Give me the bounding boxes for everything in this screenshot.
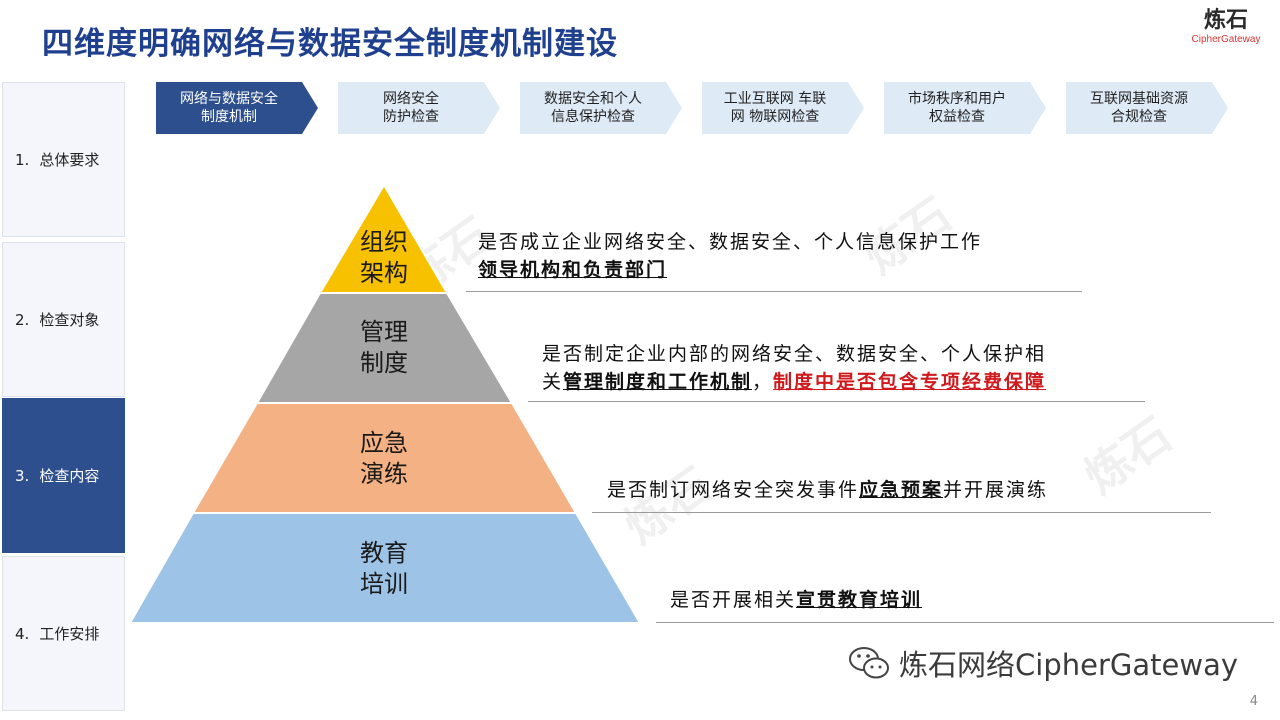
sidebar-item-number: 4. (15, 624, 30, 643)
description-text: 是否开展相关 (670, 589, 797, 611)
logo-mark: 炼石 (1203, 8, 1248, 33)
description-emphasis: 领导机构和负责部门 (478, 259, 668, 281)
step-tab-iiot-vehicle-iot[interactable]: 工业互联网 车联 网 物联网检查 (702, 82, 864, 134)
description-education: 是否开展相关宣贯教育培训 (670, 586, 922, 614)
page-title: 四维度明确网络与数据安全制度机制建设 (42, 26, 618, 62)
tier-label-education: 教育 培训 (360, 539, 408, 598)
description-management: 是否制定企业内部的网络安全、数据安全、个人保护相 关管理制度和工作机制，制度中是… (542, 340, 1046, 396)
wechat-watermark: 炼石网络CipherGateway (847, 642, 1238, 684)
process-steps: 网络与数据安全 制度机制 网络安全 防护检查 数据安全和个人 信息保护检查 工业… (156, 82, 1236, 136)
sidebar-item-label: 检查对象 (39, 311, 100, 329)
step-chevron-shape (702, 82, 864, 134)
divider-line (656, 622, 1274, 623)
divider-line (528, 401, 1145, 402)
step-tab-network-protection[interactable]: 网络安全 防护检查 (338, 82, 500, 134)
sidebar-item-work-arrangement[interactable]: 4. 工作安排 (2, 556, 125, 711)
sidebar-item-label: 工作安排 (39, 625, 100, 643)
divider-line (466, 291, 1082, 292)
description-emphasis: 应急预案 (859, 479, 944, 501)
description-text: 是否制订网络安全突发事件 (607, 479, 860, 501)
sidebar-item-overall-requirements[interactable]: 1. 总体要求 (2, 82, 125, 237)
sidebar-item-inspection-content[interactable]: 3. 检查内容 (2, 398, 125, 553)
step-chevron-shape (884, 82, 1046, 134)
description-text: 是否制定企业内部的网络安全、数据安全、个人保护相 (542, 343, 1047, 365)
step-tab-data-privacy[interactable]: 数据安全和个人 信息保护检查 (520, 82, 682, 134)
sidebar-item-number: 3. (15, 466, 30, 485)
brand-logo: 炼石 CipherGateway (1186, 8, 1266, 48)
step-label: 互联网基础资源 合规检查 (1090, 91, 1188, 125)
step-tab-institutional-mechanism[interactable]: 网络与数据安全 制度机制 (156, 82, 318, 134)
sidebar-item-number: 1. (15, 150, 30, 169)
step-tab-infrastructure-compliance[interactable]: 互联网基础资源 合规检查 (1066, 82, 1228, 134)
sidebar-item-number: 2. (15, 310, 30, 329)
step-tab-market-user-rights[interactable]: 市场秩序和用户 权益检查 (884, 82, 1046, 134)
description-emphasis: 宣贯教育培训 (796, 589, 923, 611)
description-emphasis: 管理制度和工作机制 (563, 371, 753, 393)
description-text: 关 (542, 371, 564, 393)
step-chevron-shape (520, 82, 682, 134)
page-number: 4 (1249, 694, 1258, 709)
pyramid-tier-education (128, 512, 642, 624)
step-label: 网络安全 防护检查 (383, 91, 439, 125)
description-emergency: 是否制订网络安全突发事件应急预案并开展演练 (607, 476, 1048, 504)
description-text: 是否成立企业网络安全、数据安全、个人信息保护工作 (478, 231, 983, 253)
tier-label-management: 管理 制度 (360, 318, 408, 377)
step-label: 工业互联网 车联 网 物联网检查 (723, 91, 827, 125)
divider-line (592, 512, 1211, 513)
sidebar-item-inspection-targets[interactable]: 2. 检查对象 (2, 242, 125, 397)
description-text: 并开展演练 (943, 479, 1049, 501)
description-organization: 是否成立企业网络安全、数据安全、个人信息保护工作 领导机构和负责部门 (478, 228, 982, 284)
tier-label-emergency: 应急 演练 (360, 429, 408, 488)
tier-label-organization: 组织 架构 (360, 228, 408, 287)
step-chevron-shape (338, 82, 500, 134)
description-highlight: 制度中是否包含专项经费保障 (773, 371, 1047, 393)
sidebar-item-label: 总体要求 (39, 151, 100, 169)
wechat-icon (849, 647, 890, 679)
step-chevron-shape (156, 82, 318, 134)
step-label: 数据安全和个人 信息保护检查 (544, 91, 642, 125)
step-label: 网络与数据安全 制度机制 (180, 91, 278, 125)
description-text: ， (752, 371, 774, 393)
section-sidebar: 1. 总体要求 2. 检查对象 3. 检查内容 4. 工作安排 (0, 82, 127, 718)
step-label: 市场秩序和用户 权益检查 (908, 91, 1006, 125)
watermark-text: 炼石网络CipherGateway (899, 648, 1238, 682)
step-chevron-shape (1066, 82, 1228, 134)
logo-subtitle: CipherGateway (1191, 34, 1261, 45)
sidebar-item-label: 检查内容 (39, 467, 100, 485)
